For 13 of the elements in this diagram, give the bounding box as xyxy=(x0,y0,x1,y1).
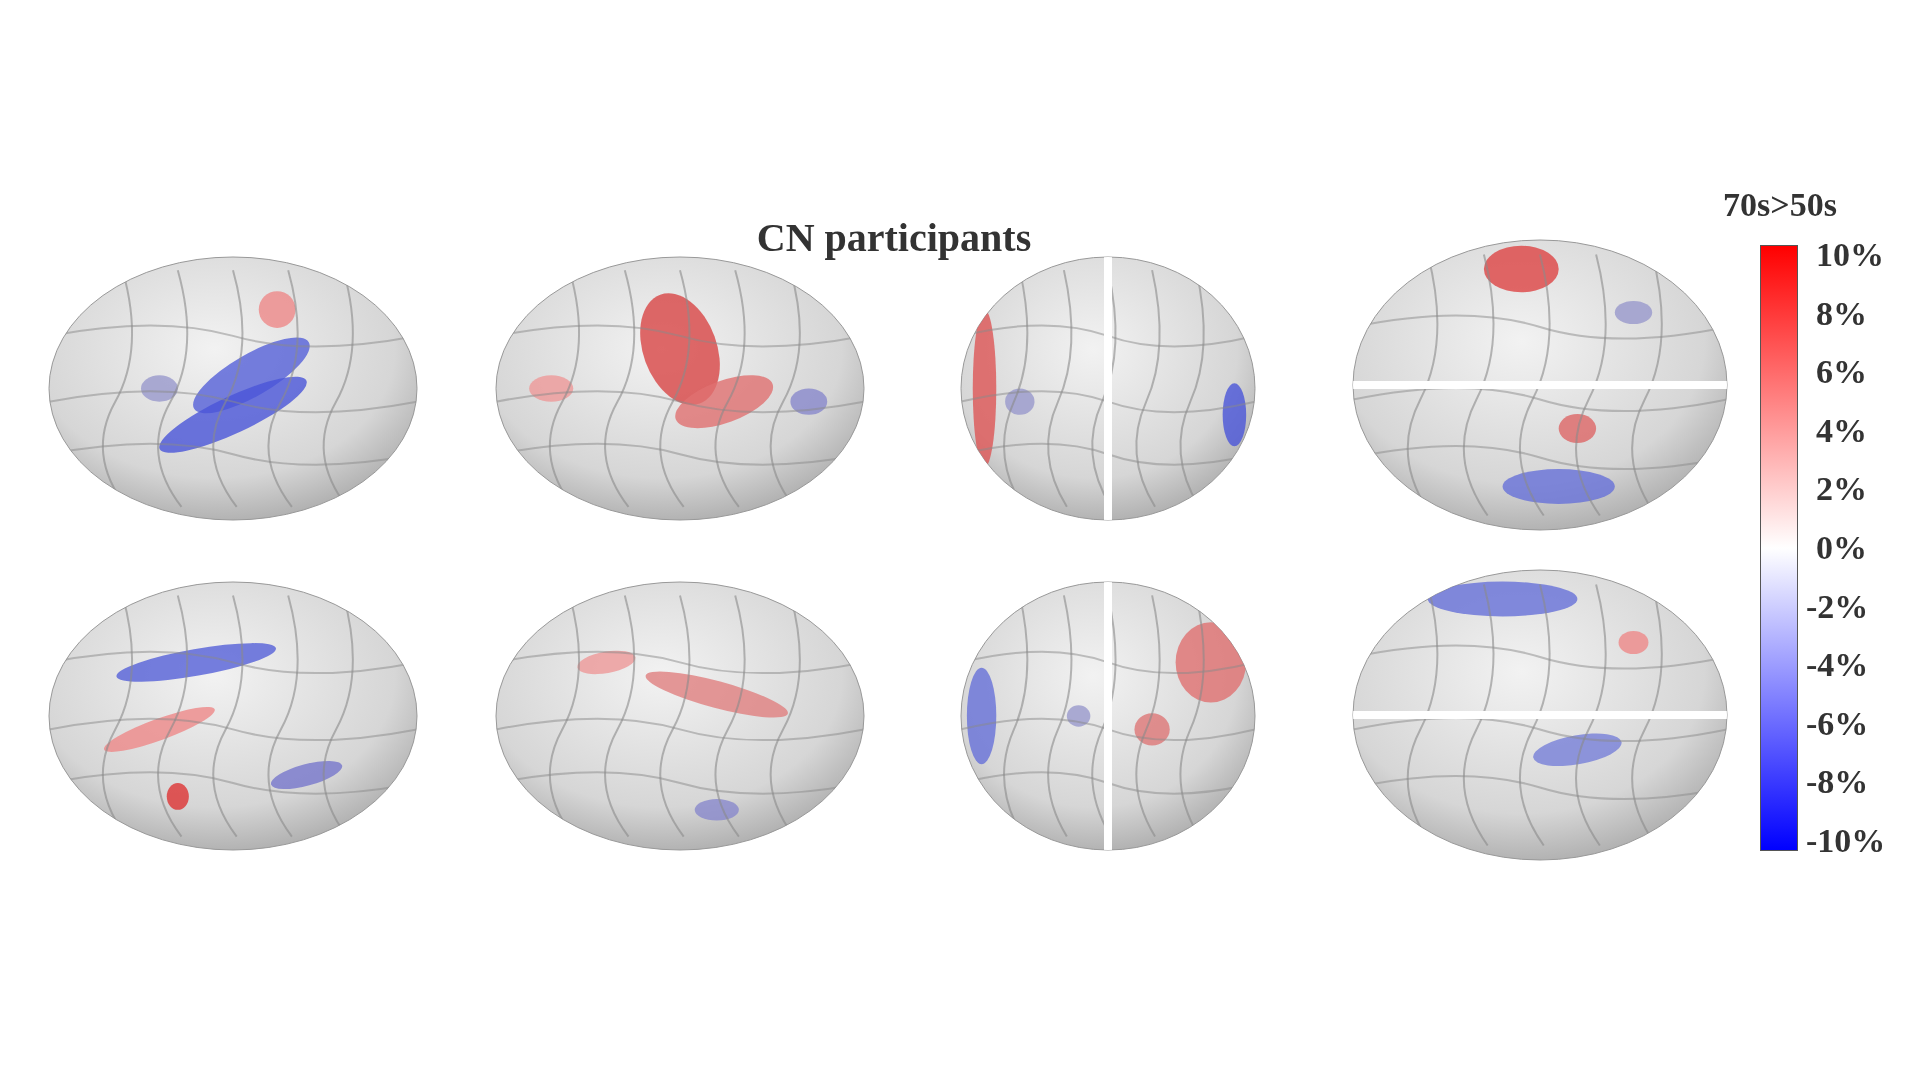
tick-label: -6% xyxy=(1806,706,1870,741)
tick-label: -2% xyxy=(1806,589,1870,624)
tick-label: 0% xyxy=(1816,531,1868,565)
tick-label: -8% xyxy=(1806,765,1870,800)
tick-label: 8% xyxy=(1816,296,1868,331)
tick-label: 4% xyxy=(1816,413,1868,448)
tick-label: 6% xyxy=(1816,355,1868,390)
colorbar-title: 70s>50s xyxy=(1722,186,1838,224)
tick-label: 2% xyxy=(1816,472,1868,507)
tick-label: 10% xyxy=(1816,238,1885,272)
figure-title: CN participants xyxy=(755,214,1033,261)
tick-label: -4% xyxy=(1806,648,1870,683)
tick-label: -10% xyxy=(1806,824,1887,858)
